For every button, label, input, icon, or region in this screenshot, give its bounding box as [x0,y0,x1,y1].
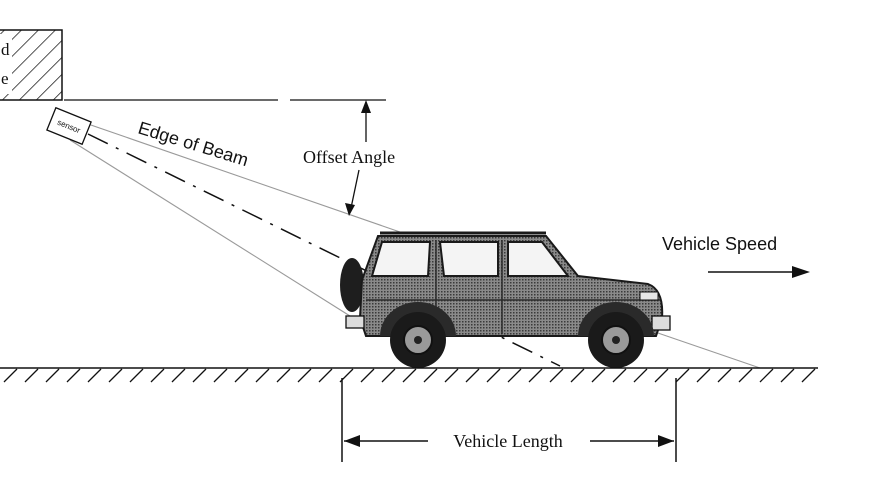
ground-hatch-mark [465,368,480,383]
beam-edge-ground [654,331,761,369]
ground-hatch-mark [108,368,123,383]
ground-hatch-mark [255,368,270,383]
ground-hatch-mark [696,368,711,383]
rear-window [370,241,432,277]
speed-arrow [708,266,810,278]
ground-hatch-mark [717,368,732,383]
ground-hatch-mark [591,368,606,383]
ground-hatch-mark [528,368,543,383]
ground-hatch-mark [234,368,249,383]
vehicle-length-dimension [341,378,677,462]
ground-hatch-mark [444,368,459,383]
ground-hatch-mark [570,368,585,383]
ground-hatch-mark [507,368,522,383]
ground-hatch-mark [129,368,144,383]
front-wheel [588,312,644,368]
ground-hatch-mark [780,368,795,383]
ground-hatch-mark [297,368,312,383]
front-bumper [651,315,671,331]
ground-hatch-mark [759,368,774,383]
beam-edges [69,123,761,369]
ground-hatch-mark [402,368,417,383]
vehicle [340,231,671,368]
beam-edge-lower [69,139,351,317]
ground-hatch-mark [549,368,564,383]
front-window [507,241,571,277]
mount-label-line-2: e [1,69,9,88]
ground-hatch-mark [675,368,690,383]
spare-wheel [340,258,364,312]
ground-hatch-mark [276,368,291,383]
ground-hatch-mark [381,368,396,383]
rear-bumper [345,315,365,329]
ground-hatch-mark [66,368,81,383]
vehicle-length-label: Vehicle Length [453,431,562,451]
ground-hatch-mark [24,368,39,383]
ground [0,367,818,383]
ground-hatch-mark [423,368,438,383]
mount-label-line-1: d [1,40,10,59]
ground-hatch-mark [801,368,816,383]
ground-hatch-mark [192,368,207,383]
ground-hatch-mark [360,368,375,383]
rear-wheel [390,312,446,368]
middle-window [438,241,499,277]
ground-hatch-mark [612,368,627,383]
ground-hatch-mark [171,368,186,383]
offset-angle-arrows [345,100,371,216]
ground-hatch-mark [3,368,18,383]
ground-hatch-mark [738,368,753,383]
ground-hatch-mark [45,368,60,383]
ground-hatch-mark [87,368,102,383]
mount-structure: d e [0,29,63,101]
ground-hatch-mark [633,368,648,383]
ground-hatch-mark [150,368,165,383]
ground-hatch-mark [318,368,333,383]
ground-hatch-mark [654,368,669,383]
vehicle-speed-label: Vehicle Speed [662,234,777,254]
edge-of-beam-label: Edge of Beam [136,118,251,170]
offset-angle-label: Offset Angle [303,147,395,167]
sensor: sensor [46,106,92,146]
ground-hatch-mark [486,368,501,383]
beam-edge-upper [87,123,401,233]
ground-hatch-mark [213,368,228,383]
